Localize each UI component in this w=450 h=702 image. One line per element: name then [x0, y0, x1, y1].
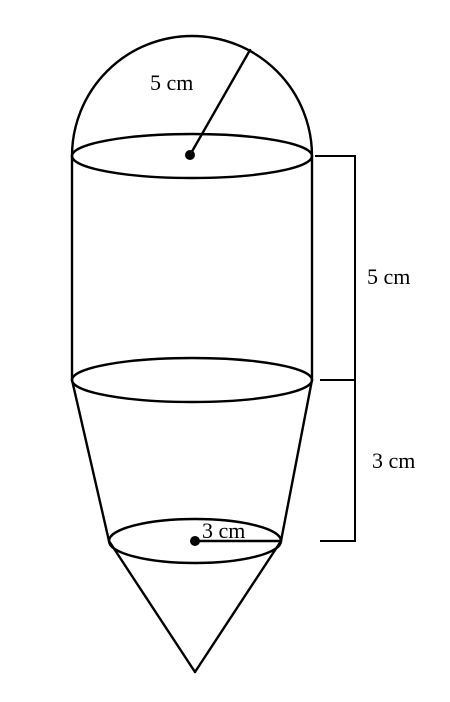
frustum-center-dot: [190, 536, 200, 546]
frustum-radius-label: 3 cm: [202, 518, 245, 543]
cylinder-height-label: 5 cm: [367, 264, 410, 289]
frustum-height-bracket: [320, 380, 356, 542]
frustum-height-label: 3 cm: [372, 448, 415, 473]
hemisphere-radius-line: [188, 48, 252, 157]
hemisphere-center-dot: [185, 150, 195, 160]
frustum-right-side: [279, 378, 314, 543]
cylinder-height-bracket: [315, 155, 356, 381]
frustum-left-side: [70, 378, 111, 543]
hemisphere-radius-label: 5 cm: [150, 70, 193, 95]
cone-left-side: [107, 539, 197, 674]
cone-right-side: [193, 539, 283, 674]
cylinder-bottom-ellipse: [70, 356, 314, 404]
hemisphere-arc: [70, 34, 314, 158]
